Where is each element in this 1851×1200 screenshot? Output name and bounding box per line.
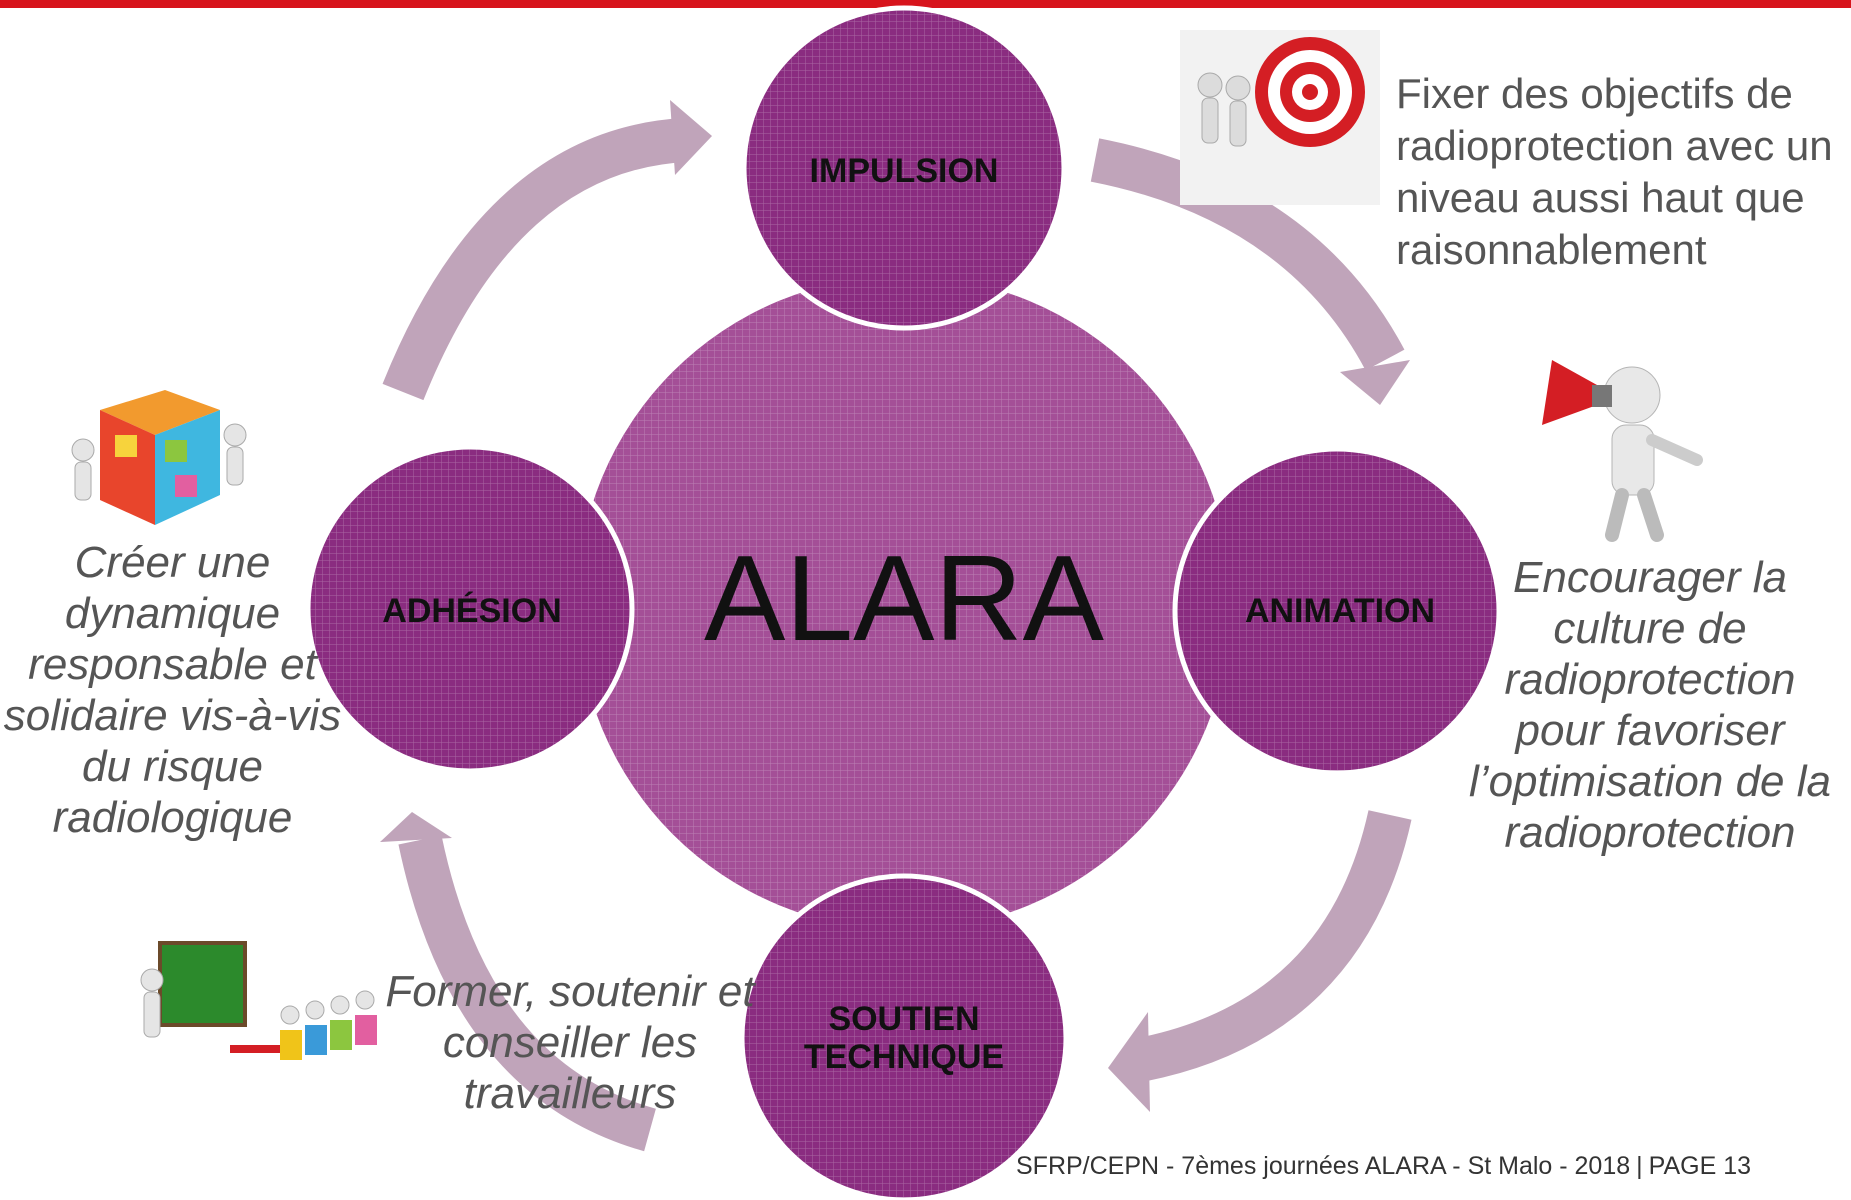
caption-animation-line: pour favoriser xyxy=(1515,706,1785,755)
caption-adhesion-line: Créer une xyxy=(74,538,271,587)
arrow-right-to-bottom-head xyxy=(1108,1012,1150,1112)
center-label: ALARA xyxy=(704,530,1105,666)
caption-impulsion-line: niveau aussi haut que xyxy=(1396,174,1805,221)
megaphone-icon xyxy=(1542,360,1703,542)
caption-animation-line: Encourager la xyxy=(1513,553,1787,602)
node-circle-top xyxy=(741,5,1067,331)
footer: SFRP/CEPN - 7èmes journées ALARA - St Ma… xyxy=(1016,1152,1751,1181)
classroom-icon xyxy=(140,941,377,1060)
caption-soutien-line: travailleurs xyxy=(463,1069,677,1118)
caption-adhesion-line: dynamique xyxy=(64,589,281,638)
arrow-top-to-right-head xyxy=(1340,360,1410,405)
node-circle-right xyxy=(1172,446,1502,776)
caption-animation: Encourager la culture de radioprotection… xyxy=(1460,552,1840,858)
arrow-left-to-top-head xyxy=(670,100,712,175)
caption-impulsion-line: raisonnablement xyxy=(1396,226,1707,273)
center-circle xyxy=(577,276,1231,930)
arrow-top-to-right xyxy=(1090,138,1405,371)
caption-adhesion-line: du risque xyxy=(81,742,263,791)
caption-impulsion: Fixer des objectifs de radioprotection a… xyxy=(1396,68,1846,276)
caption-impulsion-line: Fixer des objectifs de xyxy=(1396,70,1793,117)
caption-soutien-line: conseiller les xyxy=(442,1018,698,1067)
node-label-left: ADHÉSION xyxy=(382,592,561,630)
caption-animation-line: l’optimisation de la xyxy=(1469,757,1831,806)
footer-separator: | xyxy=(1636,1152,1643,1180)
caption-animation-line: radioprotection xyxy=(1504,655,1796,704)
arrow-left-to-top xyxy=(382,118,687,401)
node-label-right: ANIMATION xyxy=(1245,592,1435,630)
node-label-bottom-line1: SOUTIEN xyxy=(828,1000,979,1038)
caption-animation-line: radioprotection xyxy=(1504,808,1796,857)
caption-adhesion-line: radiologique xyxy=(52,793,293,842)
cycle-arrows xyxy=(380,100,1412,1152)
footer-text: SFRP/CEPN - 7èmes journées ALARA - St Ma… xyxy=(1016,1152,1631,1180)
arrow-bottom-to-left xyxy=(398,835,657,1152)
caption-adhesion-line: responsable et xyxy=(28,640,317,689)
arrow-right-to-bottom xyxy=(1135,810,1412,1082)
caption-soutien: Former, soutenir et conseiller les trava… xyxy=(385,966,755,1119)
puzzle-cube-icon xyxy=(71,390,247,525)
caption-adhesion: Créer une dynamique responsable et solid… xyxy=(0,537,345,843)
caption-animation-line: culture de xyxy=(1553,604,1747,653)
target-icon xyxy=(1180,30,1380,205)
node-circle-left xyxy=(305,444,635,774)
node-label-bottom-line2: TECHNIQUE xyxy=(804,1038,1004,1076)
page-number: PAGE 13 xyxy=(1648,1152,1752,1180)
top-accent-bar xyxy=(0,0,1851,8)
node-label-top: IMPULSION xyxy=(810,152,999,190)
node-circle-bottom xyxy=(739,873,1069,1200)
caption-impulsion-line: radioprotection avec un xyxy=(1396,122,1833,169)
arrow-bottom-to-left-head xyxy=(380,812,452,842)
caption-adhesion-line: solidaire vis-à-vis xyxy=(3,691,342,740)
caption-soutien-line: Former, soutenir et xyxy=(385,967,755,1016)
